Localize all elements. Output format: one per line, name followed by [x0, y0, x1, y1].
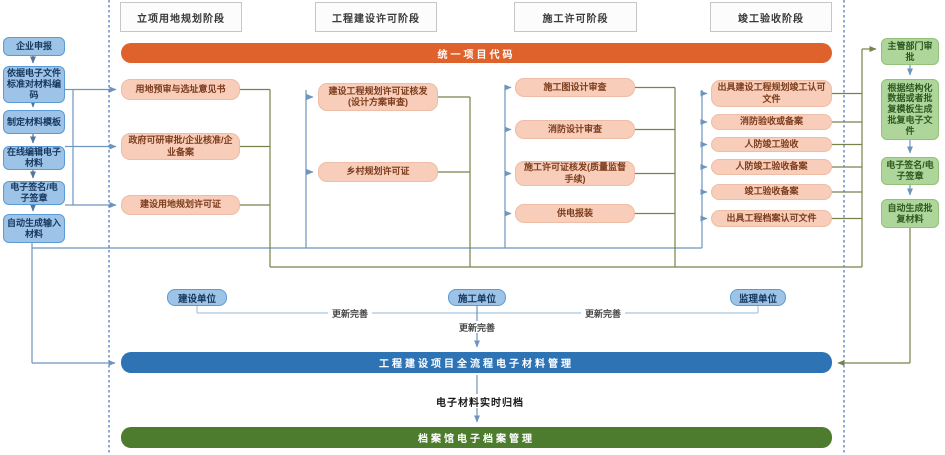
unit-supervisor: 监理单位	[730, 289, 786, 306]
collector-wires	[240, 46, 911, 366]
left-flow-encode-materials: 依据电子文件标准对材料编码	[3, 66, 65, 103]
left-flow-esignature: 电子签名/电子签章	[3, 181, 65, 205]
archive-management-banner: 档案馆电子档案管理	[121, 427, 832, 448]
left-flow-online-edit: 在线编辑电子材料	[3, 146, 65, 170]
stage-boundary-dotted-lines	[108, 0, 845, 455]
node-civil-defense-acceptance: 人防竣工验收	[711, 137, 832, 152]
right-flow-authority-approval: 主管部门审批	[881, 38, 939, 65]
left-flow-auto-generate-input: 自动生成输入材料	[3, 214, 65, 243]
node-rural-planning-permit: 乡村规划许可证	[318, 162, 438, 182]
stage-header-completion-acceptance: 竣工验收阶段	[710, 2, 832, 32]
input-wires	[31, 84, 708, 366]
left-flow-enterprise-declare: 企业申报	[3, 37, 65, 56]
unified-project-code-banner: 统一项目代码	[121, 43, 832, 63]
unit-contractor: 施工单位	[448, 289, 506, 306]
update-label-right: 更新完善	[581, 307, 625, 319]
right-flow-generate-reply-file: 根据结构化数据或者批复模板生成批复电子文件	[881, 79, 939, 140]
node-drawing-design-review: 施工图设计审查	[515, 78, 635, 97]
node-fire-design-review: 消防设计审查	[515, 120, 635, 139]
node-project-archive-file: 出具工程档案认可文件	[711, 210, 832, 227]
node-planning-completion-file: 出具建设工程规划竣工认可文件	[711, 80, 832, 107]
node-completion-acceptance-record: 竣工验收备案	[711, 184, 832, 200]
node-gov-approval-record: 政府可研审批/企业核准/企业备案	[121, 133, 240, 160]
node-civil-defense-record: 人防竣工验收备案	[711, 159, 832, 175]
node-fire-acceptance-record: 消防验收或备案	[711, 114, 832, 130]
stage-header-construction-permit: 工程建设许可阶段	[315, 2, 437, 32]
right-flow-esignature: 电子签名/电子签章	[881, 157, 939, 185]
materials-management-banner: 工程建设项目全流程电子材料管理	[121, 352, 832, 373]
update-label-center: 更新完善	[455, 321, 499, 333]
update-label-left: 更新完善	[328, 307, 372, 319]
right-flow-auto-generate-reply: 自动生成批复材料	[881, 199, 939, 228]
unit-construction-owner: 建设单位	[167, 289, 227, 306]
node-land-planning-permit: 建设用地规划许可证	[121, 195, 240, 215]
stage-header-planning: 立项用地规划阶段	[120, 2, 242, 32]
node-work-permit-issue: 施工许可证核发(质量监督手续)	[515, 161, 635, 186]
left-flow-make-template: 制定材料模板	[3, 110, 65, 134]
node-project-planning-permit: 建设工程规划许可证核发(设计方案审查)	[318, 83, 438, 111]
node-power-supply-apply: 供电报装	[515, 204, 635, 223]
stage-header-work-permit: 施工许可阶段	[514, 2, 637, 32]
realtime-archiving-label: 电子材料实时归档	[433, 394, 527, 409]
node-land-preexam: 用地预审与选址意见书	[121, 79, 240, 100]
